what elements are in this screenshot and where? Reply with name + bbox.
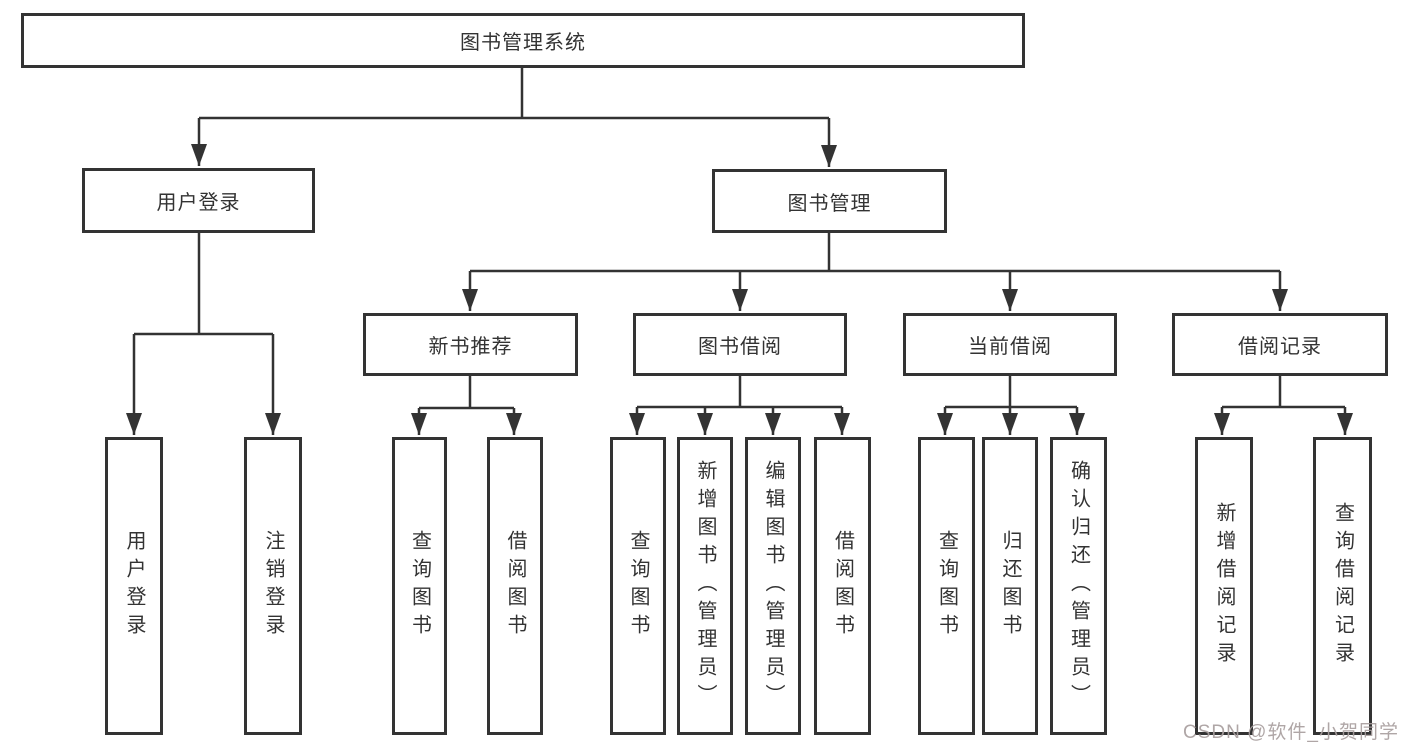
leaf-logout: 注销登录 [244, 437, 302, 735]
leaf-add-borrow-record: 新增借阅记录 [1195, 437, 1253, 735]
leaf-query-books-current: 查询图书 [918, 437, 975, 735]
leaf-query-books-borrowing-label: 查询图书 [627, 530, 649, 642]
node-current-borrowing-label: 当前借阅 [968, 336, 1052, 358]
leaf-confirm-return-admin: 确认归还（管理员） [1050, 437, 1107, 735]
node-root: 图书管理系统 [21, 13, 1025, 68]
leaf-add-books-admin-label: 新增图书（管理员） [694, 460, 716, 712]
leaf-borrow-books-recommend-label: 借阅图书 [504, 530, 526, 642]
leaf-return-books-label: 归还图书 [999, 530, 1021, 642]
node-new-book-recommend-label: 新书推荐 [428, 336, 513, 358]
node-book-management-label: 图书管理 [787, 192, 872, 215]
watermark: CSDN @软件_小贺同学 [1183, 722, 1399, 743]
node-book-borrowing: 图书借阅 [633, 313, 847, 376]
leaf-add-books-admin: 新增图书（管理员） [677, 437, 733, 735]
leaf-borrow-books-recommend: 借阅图书 [487, 437, 543, 735]
leaf-edit-books-admin-label: 编辑图书（管理员） [762, 460, 784, 712]
node-user-login: 用户登录 [82, 168, 315, 233]
leaf-query-borrow-record: 查询借阅记录 [1313, 437, 1372, 735]
leaf-query-books-current-label: 查询图书 [935, 530, 958, 642]
leaf-query-books-recommend: 查询图书 [392, 437, 447, 735]
leaf-borrow-books: 借阅图书 [814, 437, 871, 735]
leaf-query-books-recommend-label: 查询图书 [408, 530, 431, 642]
leaf-confirm-return-admin-label: 确认归还（管理员） [1067, 460, 1090, 712]
node-borrowing-records: 借阅记录 [1172, 313, 1388, 376]
leaf-query-borrow-record-label: 查询借阅记录 [1331, 502, 1354, 670]
leaf-add-borrow-record-label: 新增借阅记录 [1213, 502, 1235, 670]
leaf-borrow-books-label: 借阅图书 [831, 530, 854, 642]
node-user-login-label: 用户登录 [156, 192, 241, 214]
leaf-edit-books-admin: 编辑图书（管理员） [745, 437, 801, 735]
leaf-logout-label: 注销登录 [262, 530, 284, 642]
node-book-borrowing-label: 图书借阅 [698, 336, 782, 358]
node-root-label: 图书管理系统 [460, 32, 586, 54]
leaf-user-login-label: 用户登录 [123, 530, 145, 642]
node-borrowing-records-label: 借阅记录 [1238, 336, 1322, 358]
node-new-book-recommend: 新书推荐 [363, 313, 578, 376]
leaf-return-books: 归还图书 [982, 437, 1038, 735]
leaf-user-login: 用户登录 [105, 437, 163, 735]
leaf-query-books-borrowing: 查询图书 [610, 437, 666, 735]
node-current-borrowing: 当前借阅 [903, 313, 1117, 376]
node-book-management: 图书管理 [712, 169, 947, 233]
